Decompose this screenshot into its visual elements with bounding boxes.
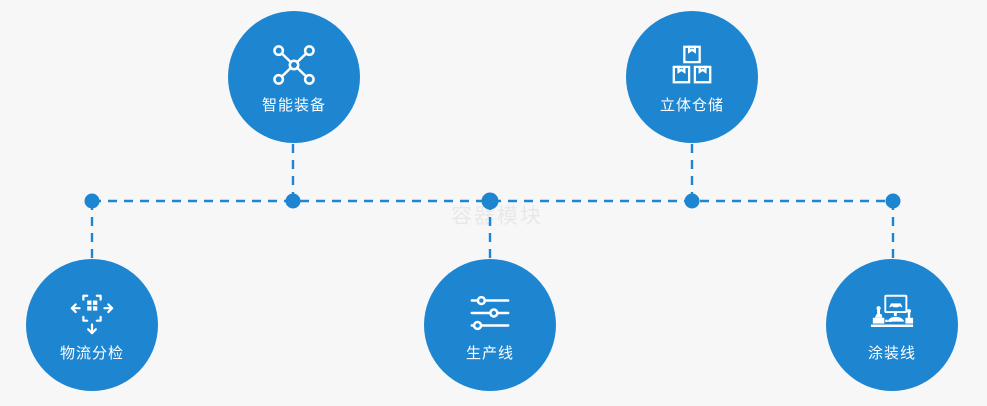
junction-dot-logistics-sorting <box>84 193 100 209</box>
node-painting-line[interactable]: 涂装线 <box>826 259 958 391</box>
watermark-label: 容器模块 <box>451 205 543 228</box>
node-label-intelligent-equipment: 智能装备 <box>261 96 326 114</box>
junction-dot-painting-line <box>885 193 901 209</box>
sliders-icon <box>470 295 510 330</box>
junction-dot-production-line <box>481 192 499 210</box>
junction-dot-intelligent-equipment <box>285 193 301 209</box>
node-label-production-line: 生产线 <box>465 344 514 362</box>
junction-dot-stereoscopic-storage <box>684 193 700 209</box>
stacked-boxes-icon <box>672 45 712 83</box>
node-label-stereoscopic-storage: 立体仓储 <box>659 96 724 114</box>
network-nodes-icon <box>273 44 315 85</box>
node-logistics-sorting[interactable]: 物流分检 <box>26 259 158 391</box>
sorting-arrows-grid-icon <box>70 294 114 334</box>
paint-booth-icon <box>870 294 914 327</box>
node-stereoscopic-storage[interactable]: 立体仓储 <box>626 11 758 143</box>
node-production-line[interactable]: 生产线 <box>424 259 556 391</box>
node-intelligent-equipment[interactable]: 智能装备 <box>228 11 360 143</box>
node-label-logistics-sorting: 物流分检 <box>59 344 124 362</box>
node-label-painting-line: 涂装线 <box>867 344 916 362</box>
